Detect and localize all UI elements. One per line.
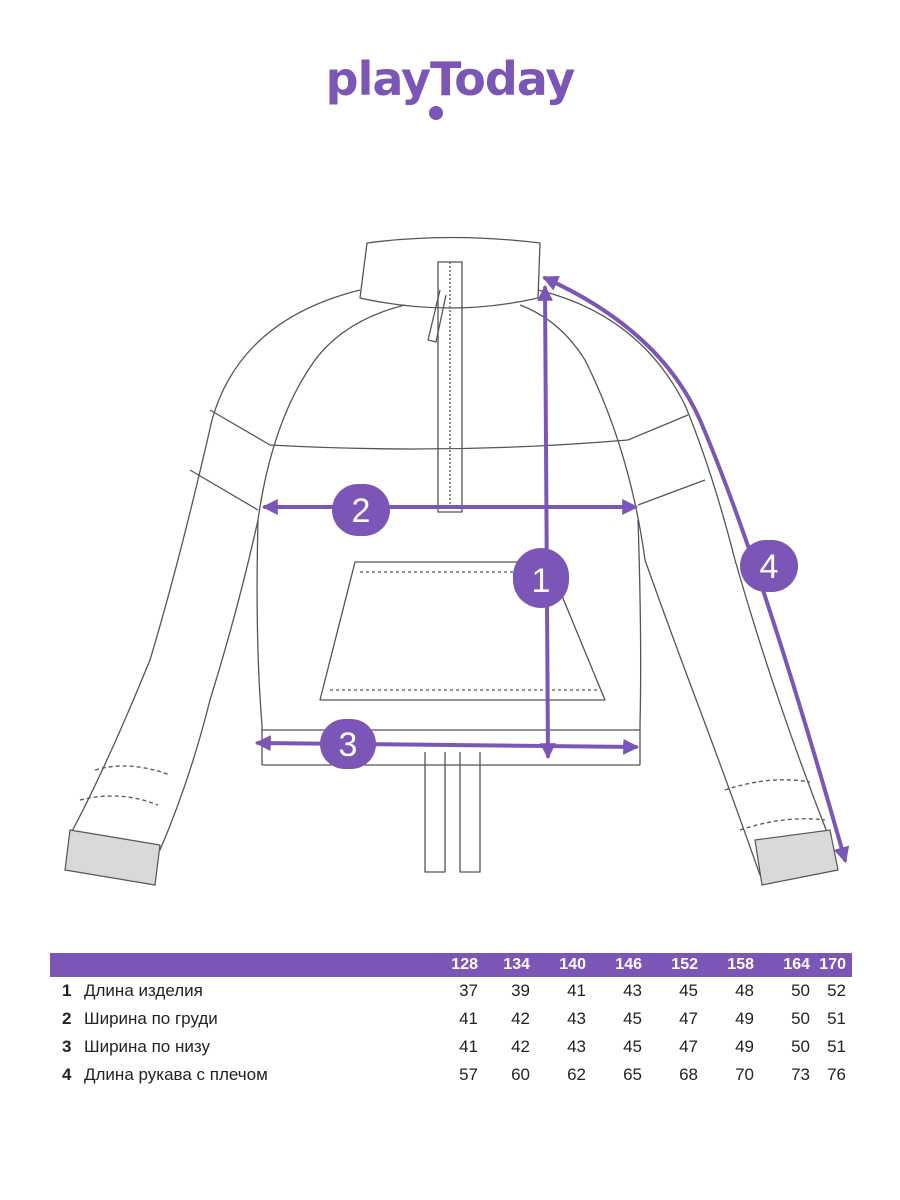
marker-4: 4 — [740, 540, 798, 592]
body-left-side — [256, 519, 263, 765]
body-right-side — [637, 519, 642, 765]
table-cell: 48 — [735, 981, 754, 1000]
size-header-cell: 140 — [536, 953, 592, 977]
size-header-row: 128 134 140 146 152 158 164 170 — [50, 953, 852, 977]
table-cell: 51 — [827, 1037, 846, 1056]
table-cell: 73 — [791, 1065, 810, 1084]
measure-line-3 — [254, 735, 640, 755]
size-chart-table: 128 134 140 146 152 158 164 170 1 Длина … — [50, 953, 852, 1089]
table-cell: 43 — [567, 1037, 586, 1056]
row-label: Длина изделия — [84, 981, 203, 1000]
left-cuff — [64, 829, 161, 886]
table-cell: 47 — [679, 1009, 698, 1028]
yoke-line — [269, 439, 629, 450]
table-cell: 47 — [679, 1037, 698, 1056]
table-cell: 50 — [791, 1037, 810, 1056]
table-cell: 43 — [623, 981, 642, 1000]
table-cell: 37 — [459, 981, 478, 1000]
table-cell: 49 — [735, 1037, 754, 1056]
table-cell: 42 — [511, 1037, 530, 1056]
drawstring-right — [459, 752, 481, 873]
drawstring-left — [424, 752, 446, 873]
table-cell: 41 — [459, 1037, 478, 1056]
size-header-cell: 128 — [432, 953, 484, 977]
table-cell: 51 — [827, 1009, 846, 1028]
zipper-pull — [427, 289, 447, 343]
table-cell: 41 — [567, 981, 586, 1000]
table-cell: 50 — [791, 1009, 810, 1028]
table-cell: 60 — [511, 1065, 530, 1084]
size-header-cell: 152 — [648, 953, 704, 977]
row-number: 3 — [62, 1037, 72, 1056]
table-cell: 68 — [679, 1065, 698, 1084]
table-cell: 50 — [791, 981, 810, 1000]
table-row: 3 Ширина по низу 41 42 43 45 47 49 50 51 — [50, 1033, 852, 1061]
row-label: Ширина по груди — [84, 1009, 218, 1028]
table-cell: 76 — [827, 1065, 846, 1084]
table-cell: 52 — [827, 981, 846, 1000]
row-label: Длина рукава с плечом — [84, 1065, 268, 1084]
table-row: 1 Длина изделия 37 39 41 43 45 48 50 52 — [50, 977, 852, 1005]
marker-1: 1 — [513, 548, 569, 608]
marker-2: 2 — [332, 484, 390, 536]
svg-text:2: 2 — [352, 492, 371, 530]
table-cell: 57 — [459, 1065, 478, 1084]
measure-line-4 — [542, 275, 850, 864]
garment-sketch: 1 2 3 4 — [64, 236, 850, 886]
left-sleeve — [69, 289, 406, 851]
svg-text:1: 1 — [532, 562, 551, 600]
measure-line-1 — [537, 284, 556, 760]
brand-logo-dot — [429, 106, 443, 120]
row-number: 1 — [62, 981, 72, 1000]
table-cell: 45 — [623, 1037, 642, 1056]
brand-logo: playToday — [325, 52, 576, 106]
collar — [359, 236, 541, 309]
marker-3: 3 — [320, 719, 376, 769]
right-cuff — [754, 829, 839, 886]
size-header-cell: 158 — [704, 953, 760, 977]
left-sleeve-band — [189, 409, 271, 511]
table-cell: 39 — [511, 981, 530, 1000]
table-cell: 62 — [567, 1065, 586, 1084]
size-header-cell: 134 — [484, 953, 536, 977]
table-cell: 42 — [511, 1009, 530, 1028]
row-number: 2 — [62, 1009, 72, 1028]
svg-text:3: 3 — [339, 726, 358, 764]
table-row: 4 Длина рукава с плечом 57 60 62 65 68 7… — [50, 1061, 852, 1089]
size-header-cell: 146 — [592, 953, 648, 977]
svg-text:4: 4 — [760, 548, 779, 586]
table-cell: 43 — [567, 1009, 586, 1028]
row-number: 4 — [62, 1065, 72, 1084]
table-cell: 49 — [735, 1009, 754, 1028]
size-header-cell: 164 — [760, 953, 816, 977]
table-cell: 65 — [623, 1065, 642, 1084]
table-row: 2 Ширина по груди 41 42 43 45 47 49 50 5… — [50, 1005, 852, 1033]
right-sleeve-band — [627, 414, 706, 506]
row-label: Ширина по низу — [84, 1037, 210, 1056]
table-cell: 70 — [735, 1065, 754, 1084]
jacket-outline — [69, 236, 831, 876]
size-header-cell: 170 — [816, 953, 852, 977]
table-cell: 45 — [623, 1009, 642, 1028]
table-cell: 41 — [459, 1009, 478, 1028]
table-cell: 45 — [679, 981, 698, 1000]
